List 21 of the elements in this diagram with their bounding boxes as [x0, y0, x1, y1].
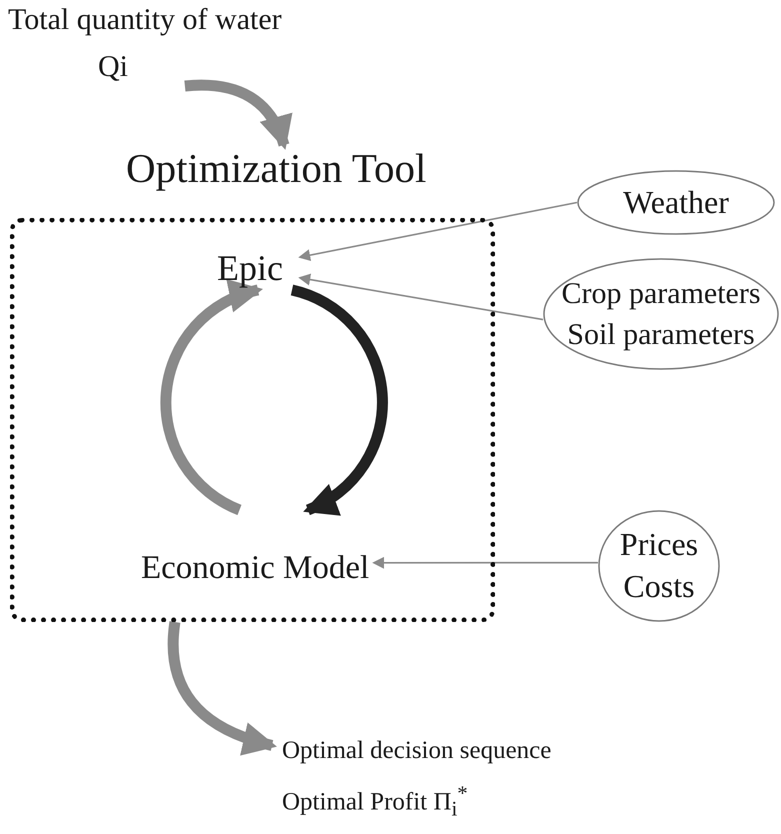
input-label: Weather	[623, 182, 729, 222]
input-label: Costs	[623, 567, 695, 606]
node-label: Economic Model	[141, 549, 370, 588]
input-label: Crop parameters	[561, 276, 761, 312]
curved-arrow	[168, 621, 277, 754]
curved-arrow	[290, 284, 388, 516]
node-label: Optimal decision sequence	[282, 736, 552, 766]
arrow	[298, 202, 578, 262]
curved-arrow	[160, 281, 263, 515]
arrow	[372, 556, 598, 569]
input-ellipse	[543, 258, 779, 370]
tool-heading: Optimization Tool	[126, 145, 426, 192]
curved-arrow	[184, 80, 291, 150]
input-ellipse	[577, 170, 775, 235]
node-label: Total quantity of water	[8, 2, 282, 38]
node-label: Epic	[217, 247, 283, 290]
node-label: Qi	[98, 49, 128, 85]
input-label: Prices	[620, 525, 698, 564]
arrow	[298, 274, 544, 320]
input-ellipse	[598, 510, 720, 622]
input-label: Soil parameters	[567, 317, 755, 353]
